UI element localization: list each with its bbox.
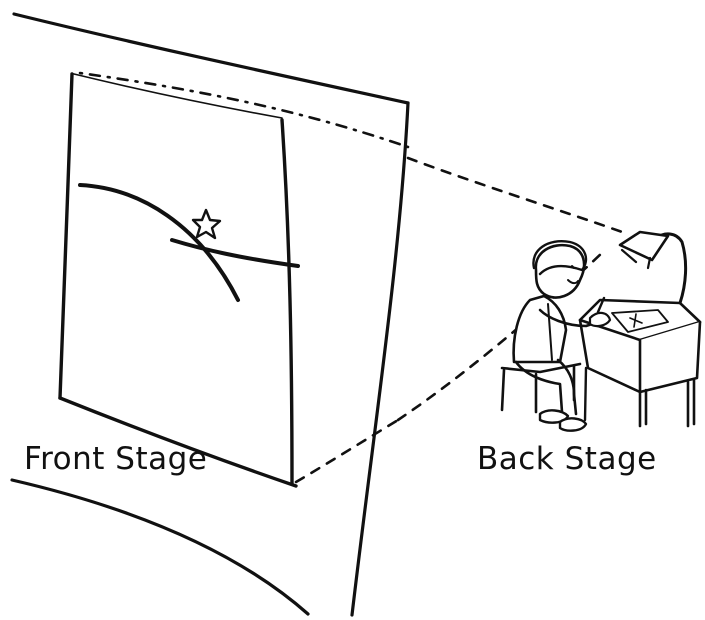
star-icon [191, 208, 222, 240]
hill-line-right [170, 238, 300, 268]
paper-sketch [629, 313, 643, 328]
desk-lamp-icon [618, 230, 688, 305]
ray-bottom-left [294, 418, 400, 484]
front-stage-label: Front Stage [24, 441, 208, 477]
pencil [596, 296, 606, 314]
projection-screen [58, 72, 300, 488]
screen-bottom-edge [58, 396, 298, 488]
person-leg-left [514, 360, 564, 414]
person-torso [512, 294, 568, 364]
wall-bottom-edge [10, 478, 310, 616]
person-drawing-icon [512, 240, 612, 432]
person-mouth [567, 279, 579, 285]
screen-right-edge [280, 118, 294, 486]
hill-line-left [78, 183, 240, 302]
lamp-shade-rim [620, 248, 652, 270]
desk-leg-right [686, 378, 696, 428]
chair-seat [500, 362, 582, 374]
person-hair [532, 240, 588, 276]
person-arm [538, 308, 606, 328]
wall [10, 12, 410, 617]
lamp-shade [618, 230, 670, 262]
ray-top-left [78, 71, 410, 149]
desk-side [578, 318, 642, 394]
person-shoe-left [538, 409, 570, 424]
ray-top-right [406, 156, 627, 235]
paper [611, 309, 669, 333]
person-hand [588, 311, 612, 328]
desk-leg-front [638, 388, 648, 428]
person-eye [571, 265, 575, 269]
back-stage-label: Back Stage [477, 441, 657, 477]
wall-right-edge [350, 101, 410, 617]
person-leg-right [556, 358, 578, 416]
screen-left-edge [58, 72, 74, 400]
desk-front [638, 320, 702, 394]
person-shirt-line [547, 303, 553, 361]
desk-leg-back [583, 366, 588, 422]
back-stage-scene [500, 230, 702, 432]
screen-top-edge [73, 73, 283, 119]
person-head [534, 243, 586, 299]
person-shoe-right [558, 417, 588, 432]
wall-top-edge [12, 12, 410, 105]
